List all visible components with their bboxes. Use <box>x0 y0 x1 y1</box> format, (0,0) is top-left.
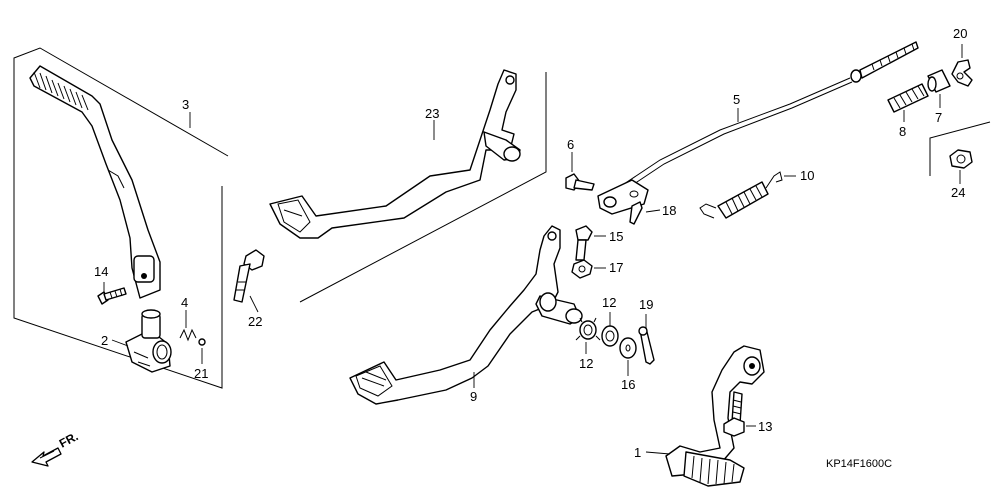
callout-9: 9 <box>470 389 477 404</box>
callout-1: 1 <box>634 445 641 460</box>
bolt-15 <box>575 225 593 261</box>
front-arrow-icon <box>31 447 62 467</box>
nut-17 <box>571 259 593 279</box>
callout-12-left: 12 <box>579 356 593 371</box>
washer-16 <box>619 337 637 359</box>
pedal-9 <box>349 225 583 405</box>
nut-24-frame <box>929 121 991 176</box>
callouts: 1 2 3 4 5 6 7 8 9 10 12 12 13 14 15 16 1… <box>94 26 967 460</box>
callout-20: 20 <box>953 26 967 41</box>
washer-12-right <box>601 325 619 347</box>
callout-10: 10 <box>800 168 814 183</box>
callout-7: 7 <box>935 110 942 125</box>
callout-16: 16 <box>621 377 635 392</box>
bolt-14 <box>97 287 127 305</box>
diagram-ref-code: KP14F1600C <box>826 458 892 470</box>
front-direction-indicator: FR. <box>31 429 81 467</box>
pin-6 <box>565 173 595 191</box>
bolt-22 <box>233 249 265 303</box>
callout-3: 3 <box>182 97 189 112</box>
callout-12-right: 12 <box>602 295 616 310</box>
callout-24: 24 <box>951 185 965 200</box>
callout-23: 23 <box>425 106 439 121</box>
nut-24 <box>949 149 973 169</box>
cotter-pin-18 <box>629 201 643 225</box>
joint-7 <box>927 69 951 93</box>
callout-8: 8 <box>899 124 906 139</box>
callout-2: 2 <box>101 333 108 348</box>
callout-18: 18 <box>662 203 676 218</box>
callout-14: 14 <box>94 264 108 279</box>
callout-4: 4 <box>181 295 188 310</box>
cotter-pin-19 <box>638 326 655 365</box>
kickstarter-group <box>13 47 265 389</box>
callout-15: 15 <box>609 229 623 244</box>
kick-boss <box>125 309 172 373</box>
bolt-13 <box>723 391 745 437</box>
callout-17: 17 <box>609 260 623 275</box>
callout-19: 19 <box>639 297 653 312</box>
front-direction-label: FR. <box>57 429 81 450</box>
pedal-23 <box>269 69 521 239</box>
spring-4 <box>179 328 197 342</box>
callout-13: 13 <box>758 419 772 434</box>
callout-21: 21 <box>194 366 208 381</box>
callout-6: 6 <box>567 137 574 152</box>
callout-22: 22 <box>248 314 262 329</box>
spring-10 <box>699 171 783 219</box>
brake-pedal-panel-frame <box>299 72 547 303</box>
washer-12-left <box>575 317 601 341</box>
brake-pedal-panel <box>299 72 547 303</box>
leader-lines <box>103 44 963 455</box>
kickstarter-panel-frame <box>13 47 229 389</box>
step-arm-1 <box>665 345 765 487</box>
wing-nut-20 <box>951 59 973 87</box>
kick-arm <box>29 65 161 299</box>
callout-5: 5 <box>733 92 740 107</box>
spring-8 <box>887 83 929 113</box>
ball-21 <box>198 338 206 346</box>
kick-arm-grip <box>33 71 89 111</box>
